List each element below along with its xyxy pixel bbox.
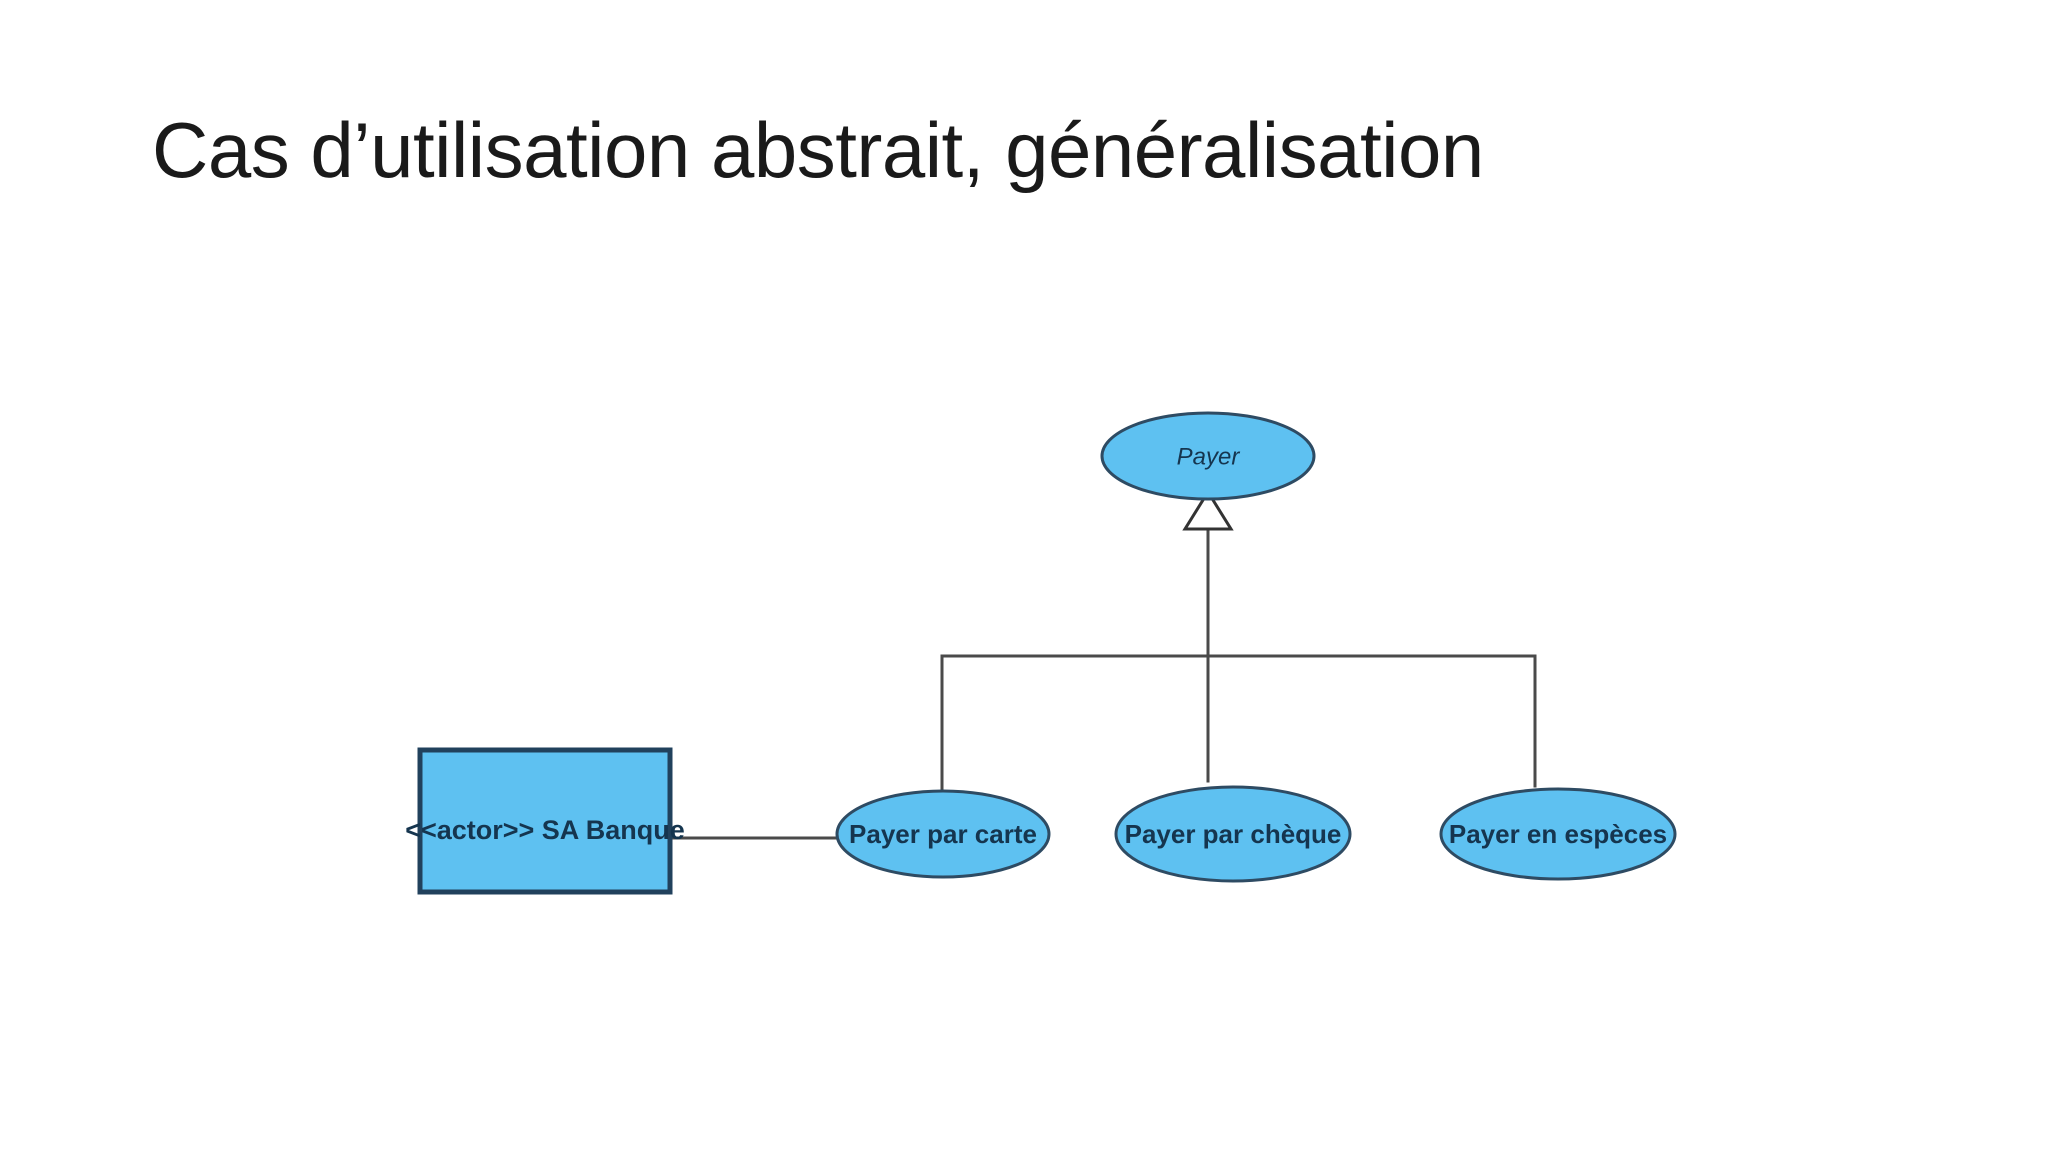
use-case-payer-par-carte-ellipse[interactable]: [835, 789, 1051, 879]
edge-layer: [670, 489, 1537, 840]
page-title: Cas d’utilisation abstrait, généralisati…: [152, 106, 1484, 194]
actor-sa-banque-label: <<actor>> SA Banque: [405, 815, 685, 845]
use-case-payer-en-especes[interactable]: Payer en espèces: [1439, 787, 1677, 881]
use-case-payer-par-cheque-ellipse[interactable]: [1114, 785, 1352, 883]
use-case-payer-en-especes-label: Payer en espèces: [1449, 819, 1667, 849]
use-case-payer[interactable]: Payer: [1100, 411, 1316, 501]
use-case-payer-par-cheque[interactable]: Payer par chèque: [1114, 785, 1352, 883]
use-case-payer-par-carte-label: Payer par carte: [849, 819, 1037, 849]
actor-sa-banque-box[interactable]: [417, 747, 673, 895]
generalization-arrowhead-icon: [1182, 489, 1234, 531]
use-case-payer-label: Payer: [1177, 443, 1241, 470]
use-case-payer-par-cheque-label: Payer par chèque: [1125, 819, 1342, 849]
actor-sa-banque[interactable]: <<actor>> SA Banque: [405, 747, 685, 895]
use-case-payer-ellipse[interactable]: [1100, 411, 1316, 501]
use-case-payer-en-especes-ellipse[interactable]: [1439, 787, 1677, 881]
use-case-payer-par-carte[interactable]: Payer par carte: [835, 789, 1051, 879]
